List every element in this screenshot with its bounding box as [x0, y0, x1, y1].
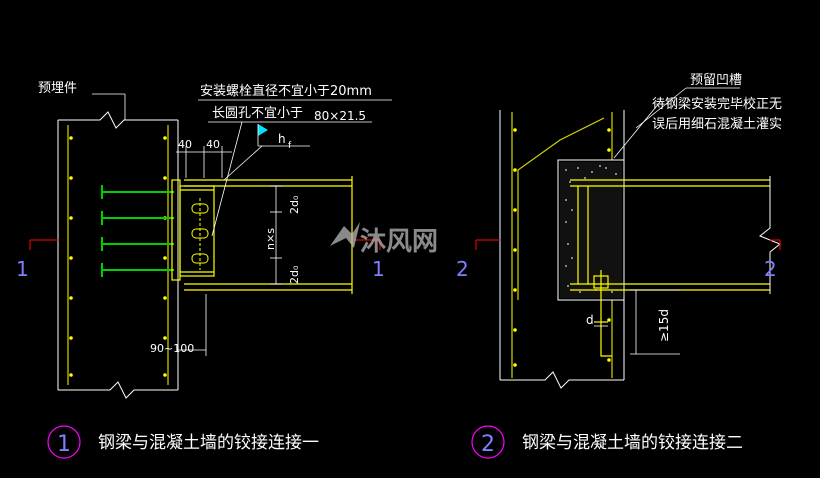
note-bolt-diameter: 安装螺栓直径不宜小于20mm	[200, 84, 372, 99]
watermark-logo-icon	[330, 222, 360, 248]
section-mark-1-right: 1	[372, 257, 385, 281]
label-groove: 预留凹槽	[690, 73, 742, 88]
dim-40-b: 40	[206, 138, 220, 151]
dim-15d: ≥15d	[657, 309, 671, 342]
title-circle-1	[47, 425, 81, 459]
section-mark-2-left: 2	[456, 257, 469, 281]
dim-2d0-bottom: 2d₀	[288, 265, 301, 284]
section-mark-1-left: 1	[16, 257, 29, 281]
weld-symbol-h: h	[278, 132, 286, 146]
right-detail: 预留凹槽 待钢梁安装完毕校正无 误后用细石混凝土灌实 d ≥15d 2 2	[456, 73, 782, 389]
right-dimensions	[594, 289, 680, 355]
dim-40-a: 40	[178, 138, 192, 151]
left-wall-rebar	[67, 125, 169, 385]
dim-d: d	[586, 313, 594, 327]
steel-beam-left	[184, 176, 353, 294]
bolts	[191, 198, 209, 270]
dim-2d0-top: 2d₀	[288, 195, 301, 214]
title-block-2: 2 钢梁与混凝土墙的铰接连接二	[471, 425, 743, 459]
bearing-bolt	[593, 270, 612, 357]
note-leaders	[92, 93, 392, 237]
title-block-1: 1 钢梁与混凝土墙的铰接连接一	[47, 425, 319, 459]
dim-nxs: n×s	[264, 228, 277, 250]
title-text-1: 钢梁与混凝土墙的铰接连接一	[98, 433, 319, 453]
watermark-text: 沐风网	[360, 226, 438, 256]
right-section-marks	[475, 239, 781, 250]
right-rebar-dots	[513, 128, 611, 367]
right-wall-rebar	[511, 112, 613, 378]
left-rebar-dots	[69, 136, 167, 377]
left-section-marks	[29, 239, 381, 250]
title-number-1: 1	[57, 432, 71, 457]
note-grout-line1: 待钢梁安装完毕校正无	[652, 96, 782, 112]
dim-gap: 90~100	[150, 342, 194, 355]
anchor-studs	[101, 185, 174, 277]
groove-pocket	[557, 159, 625, 301]
note-grout-line2: 误后用细石混凝土灌实	[652, 116, 782, 132]
title-number-2: 2	[481, 432, 495, 457]
note-slot-hole: 长圆孔不宜小于	[212, 106, 303, 121]
watermark: 沐风网	[330, 222, 438, 256]
right-note-leaders	[613, 87, 740, 159]
weld-symbol-f: f	[288, 141, 292, 151]
title-text-2: 钢梁与混凝土墙的铰接连接二	[522, 433, 743, 453]
label-embedded-part: 预埋件	[38, 81, 77, 96]
left-dimensions	[176, 146, 282, 356]
note-slot-size: 80×21.5	[314, 109, 366, 123]
weld-flag	[223, 124, 310, 181]
section-mark-2-right: 2	[764, 257, 777, 281]
left-wall	[57, 111, 179, 399]
left-detail: 预埋件 安装螺栓直径不宜小于20mm 长圆孔不宜小于 80×21.5 40 40…	[16, 81, 392, 399]
title-circle-2	[471, 425, 505, 459]
